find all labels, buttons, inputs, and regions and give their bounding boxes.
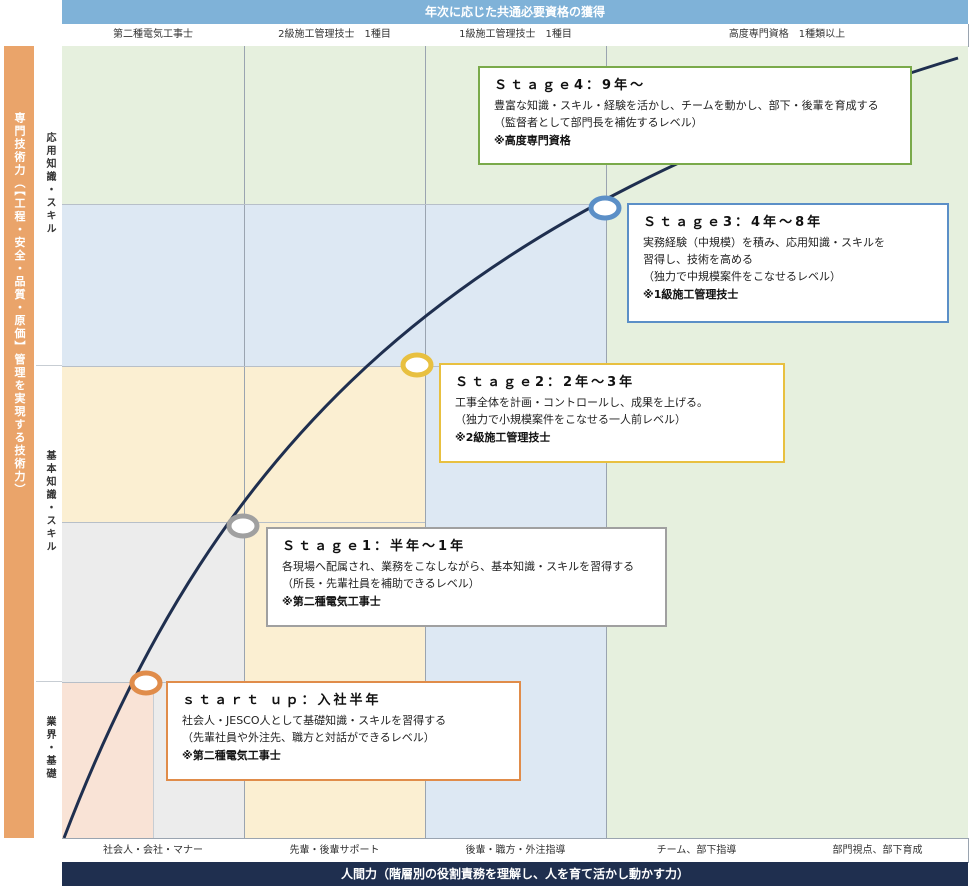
left-axis-label: 専門技術力（【工程・安全・品質・原価】管理を実現する技術力） xyxy=(13,112,26,497)
marker-stage-3 xyxy=(588,195,622,221)
start-up-qualification: ※第二種電気工事士 xyxy=(182,749,281,762)
bottom-column-2: 先輩・後輩サポート xyxy=(244,838,426,863)
grid-line-v4 xyxy=(153,682,154,838)
stage-2-qualification: ※2級施工管理技士 xyxy=(455,431,551,444)
row-label-basic: 基本知識・スキル xyxy=(36,366,62,682)
stage-3-qualification: ※1級施工管理技士 xyxy=(643,288,739,301)
start-up-title: ｓｔａｒｔ ｕｐ：入社半年 xyxy=(182,693,382,708)
bottom-axis-label: 人間力（階層別の役割責務を理解し、人を育て活かし動かす力） xyxy=(62,862,968,886)
marker-stage-2 xyxy=(400,352,434,378)
row-label-applied: 応用知識・スキル xyxy=(36,46,62,366)
row-label-foundation: 業界・基礎 xyxy=(36,682,62,838)
stage-2-description: 工事全体を計画・コントロールし、成果を上げる。 xyxy=(455,396,708,409)
stage-2-note: （独力で小規模案件をこなせる一人前レベル） xyxy=(455,413,686,426)
zone-peach xyxy=(62,682,153,838)
row-label-basic-text: 基本知識・スキル xyxy=(44,450,55,554)
bottom-column-5: 部門視点、部下育成 xyxy=(787,838,969,863)
stage-2-box: Ｓｔａｇｅ2：2年～3年 工事全体を計画・コントロールし、成果を上げる。 （独力… xyxy=(439,363,785,463)
stage-2-title: Ｓｔａｇｅ2：2年～3年 xyxy=(455,375,636,390)
bottom-column-1: 社会人・会社・マナー xyxy=(62,838,245,863)
zone-gray-band xyxy=(62,522,244,682)
left-axis-bar: 専門技術力（【工程・安全・品質・原価】管理を実現する技術力） xyxy=(4,46,34,838)
stage-4-qualification: ※高度専門資格 xyxy=(494,134,571,147)
stage-3-description: 実務経験（中規模）を積み、応用知識・スキルを xyxy=(643,236,885,249)
stage-4-description: 豊富な知識・スキル・経験を活かし、チームを動かし、部下・後輩を育成する xyxy=(494,99,879,112)
row-label-foundation-text: 業界・基礎 xyxy=(44,716,55,781)
stage-3-title: Ｓｔａｇｅ3：4年～8年 xyxy=(643,215,824,230)
grid-line-h1 xyxy=(62,204,606,205)
bottom-column-3: 後輩・職方・外注指導 xyxy=(425,838,607,863)
bottom-column-4: チーム、部下指導 xyxy=(606,838,788,863)
marker-start-up xyxy=(129,670,163,696)
row-label-applied-text: 応用知識・スキル xyxy=(44,132,55,236)
stage-4-box: Ｓｔａｇｅ4：9年～ 豊富な知識・スキル・経験を活かし、チームを動かし、部下・後… xyxy=(478,66,912,165)
stage-3-description-2: 習得し、技術を高める xyxy=(643,253,753,266)
stage-4-title: Ｓｔａｇｅ4：9年～ xyxy=(494,78,647,93)
start-up-note: （先輩社員や外注先、職方と対話ができるレベル） xyxy=(182,731,435,744)
stage-1-qualification: ※第二種電気工事士 xyxy=(282,595,381,608)
start-up-box: ｓｔａｒｔ ｕｐ：入社半年 社会人・JESCO人として基礎知識・スキルを習得する… xyxy=(166,681,521,781)
stage-1-title: Ｓｔａｇｅ1：半年～1年 xyxy=(282,539,467,554)
stage-3-note: （独力で中規模案件をこなせるレベル） xyxy=(643,270,841,283)
zone-blue-band xyxy=(62,204,606,366)
marker-stage-1 xyxy=(226,513,260,539)
grid-line-v1 xyxy=(244,46,245,838)
grid-line-v2 xyxy=(425,46,426,838)
stage-3-box: Ｓｔａｇｅ3：4年～8年 実務経験（中規模）を積み、応用知識・スキルを 習得し、… xyxy=(627,203,949,323)
stage-4-note: （監督者として部門長を補佐するレベル） xyxy=(494,116,703,129)
start-up-description: 社会人・JESCO人として基礎知識・スキルを習得する xyxy=(182,714,447,727)
stage-1-box: Ｓｔａｇｅ1：半年～1年 各現場へ配属され、業務をこなしながら、基本知識・スキル… xyxy=(266,527,667,627)
top-header: 年次に応じた共通必要資格の獲得 xyxy=(62,0,968,24)
stage-1-description: 各現場へ配属され、業務をこなしながら、基本知識・スキルを習得する xyxy=(282,560,635,573)
zone-yellow-band xyxy=(62,366,425,522)
stage-1-note: （所長・先輩社員を補助できるレベル） xyxy=(282,577,480,590)
grid-line-h2 xyxy=(62,366,606,367)
